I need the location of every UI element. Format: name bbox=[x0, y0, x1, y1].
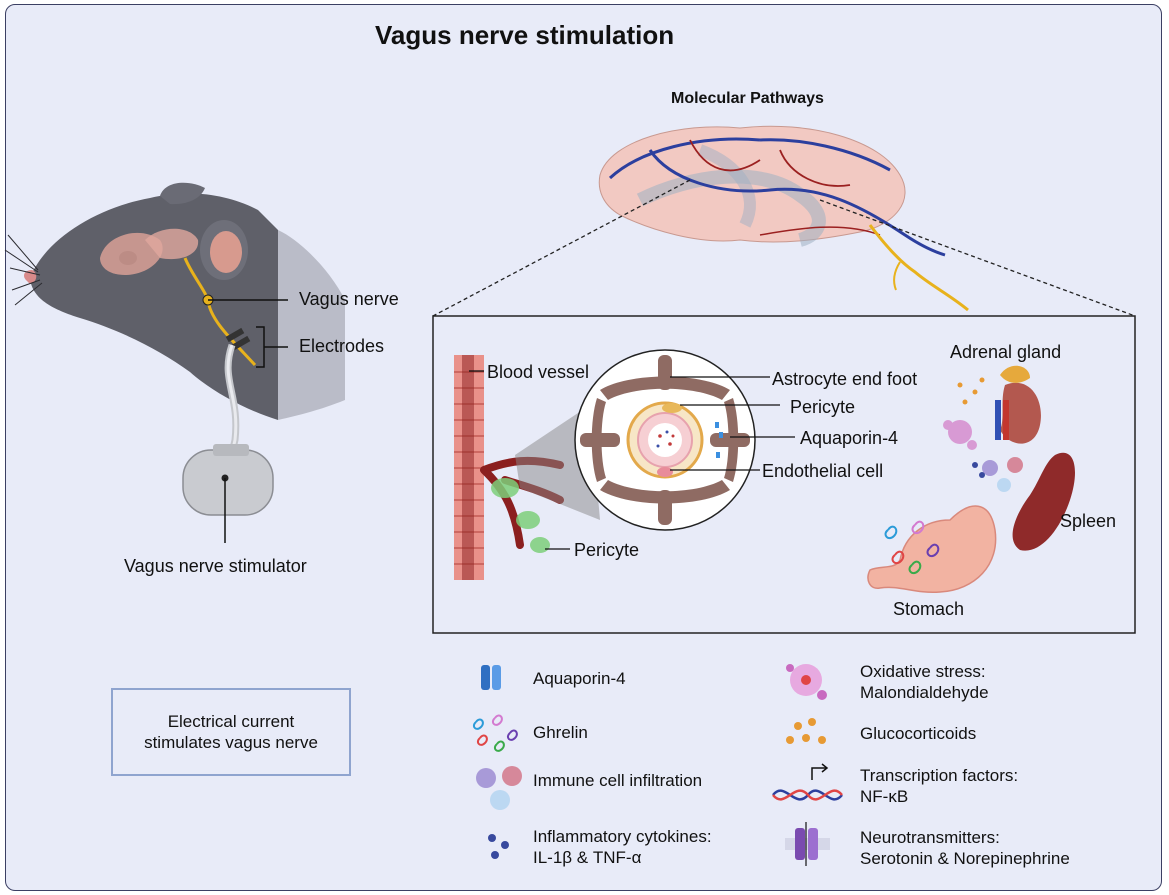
electrodes bbox=[225, 327, 251, 351]
electrodes-label: Electrodes bbox=[299, 336, 385, 356]
adrenal-gland-label: Adrenal gland bbox=[950, 342, 1062, 362]
legend-item-aquaporin: Aquaporin-4 bbox=[533, 669, 626, 688]
ghrelin-cluster bbox=[884, 520, 940, 575]
inset-callouts bbox=[469, 370, 795, 550]
page-title: Vagus nerve stimulation bbox=[375, 20, 675, 50]
stomach-label: Stomach bbox=[893, 599, 965, 619]
legend-item-immune: Immune cell infiltration bbox=[533, 771, 703, 790]
blood-vessel bbox=[454, 355, 564, 580]
legend-item-transcription: Transcription factors: NF-κB bbox=[860, 766, 1019, 806]
brain-illustration bbox=[598, 125, 969, 312]
astrocyte-end-foot-label: Astrocyte end foot bbox=[772, 369, 918, 389]
vagus-nerve-label: Vagus nerve bbox=[299, 289, 399, 309]
legend-item-glucocorticoids: Glucocorticoids bbox=[860, 724, 977, 743]
pericyte-vessel-label: Pericyte bbox=[574, 540, 640, 560]
info-box: Electrical current stimulates vagus nerv… bbox=[111, 688, 351, 776]
glucocorticoid-dots bbox=[957, 377, 985, 405]
pathways-title: Molecular Pathways bbox=[671, 90, 824, 107]
oxidative-stress-icon bbox=[786, 664, 827, 700]
oxidative-cluster bbox=[943, 420, 977, 450]
aquaporin-icon bbox=[481, 665, 501, 690]
glucocorticoid-icon bbox=[786, 718, 826, 744]
blood-vessel-label: Blood vessel bbox=[487, 362, 590, 382]
legend-item-oxidative: Oxidative stress: Malondialdehyde bbox=[860, 662, 989, 702]
ghrelin-icon bbox=[472, 714, 518, 752]
cytokine-icon bbox=[488, 834, 509, 859]
dna-icon bbox=[772, 763, 843, 801]
stimulator-label: Vagus nerve stimulator bbox=[124, 556, 307, 576]
mouse-illustration bbox=[4, 182, 345, 516]
info-box-text: Electrical current stimulates vagus nerv… bbox=[144, 712, 318, 752]
adrenal-kidney bbox=[995, 365, 1041, 444]
aquaporin-label: Aquaporin-4 bbox=[800, 428, 899, 448]
spleen-shape bbox=[1012, 452, 1075, 551]
legend-item-neurotransmitters: Neurotransmitters: Serotonin & Norepinep… bbox=[860, 828, 1070, 868]
legend-item-cytokines: Inflammatory cytokines: IL-1β & TNF-α bbox=[533, 827, 712, 867]
mouse-callouts bbox=[208, 299, 288, 543]
pericyte-cross-label: Pericyte bbox=[790, 397, 856, 417]
stomach-shape bbox=[867, 505, 997, 594]
spleen-label: Spleen bbox=[1060, 511, 1117, 531]
endothelial-cell-label: Endothelial cell bbox=[762, 461, 884, 481]
stimulator-device bbox=[182, 444, 274, 516]
whiskers bbox=[4, 234, 43, 306]
immune-cluster bbox=[972, 457, 1023, 492]
immune-cell-icon bbox=[476, 766, 522, 810]
neurotransmitter-icon bbox=[785, 822, 830, 866]
legend-item-ghrelin: Ghrelin bbox=[533, 723, 588, 742]
vessel-cross-section bbox=[574, 349, 756, 531]
